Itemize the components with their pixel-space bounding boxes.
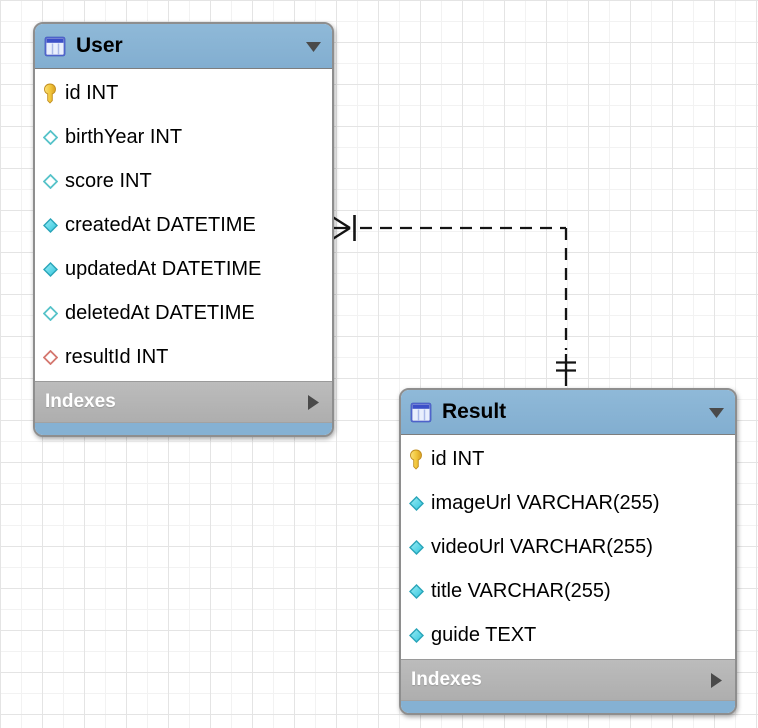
not-null-icon [409,537,424,558]
not-null-icon [409,493,424,514]
column-row[interactable]: birthYear INT [35,115,332,159]
foreign-key-icon [43,347,58,368]
expand-triangle-icon[interactable] [709,672,723,689]
column-label: score INT [65,169,152,192]
column-row[interactable]: id INT [401,437,735,481]
collapse-triangle-icon[interactable] [305,40,322,53]
column-row[interactable]: id INT [35,71,332,115]
column-label: guide TEXT [431,623,537,646]
column-row[interactable]: guide TEXT [401,613,735,657]
expand-triangle-icon[interactable] [306,394,320,411]
column-label: updatedAt DATETIME [65,257,262,280]
column-label: videoUrl VARCHAR(255) [431,535,653,558]
table-bottom-strip [401,701,735,713]
column-row[interactable]: score INT [35,159,332,203]
column-row[interactable]: updatedAt DATETIME [35,247,332,291]
indexes-footer[interactable]: Indexes [401,659,735,701]
table-result-header[interactable]: Result [401,390,735,435]
collapse-triangle-icon[interactable] [708,406,725,419]
not-null-icon [43,215,58,236]
indexes-label: Indexes [45,391,116,412]
table-result[interactable]: Result id INT imageUrl VARCHAR(255) videoU… [399,388,737,715]
not-null-icon [43,259,58,280]
primary-key-icon [409,449,424,470]
table-title: User [76,34,123,57]
column-label: id INT [431,447,485,470]
column-label: imageUrl VARCHAR(255) [431,491,660,514]
table-user-header[interactable]: User [35,24,332,69]
table-bottom-strip [35,423,332,435]
one-mandatory-icon [556,361,576,372]
column-label: createdAt DATETIME [65,213,256,236]
nullable-icon [43,303,58,324]
nullable-icon [43,171,58,192]
table-user[interactable]: User id INT birthYear INT score INT created… [33,22,334,437]
indexes-footer[interactable]: Indexes [35,381,332,423]
column-label: deletedAt DATETIME [65,301,255,324]
indexes-label: Indexes [411,669,482,690]
column-label: resultId INT [65,345,169,368]
table-title: Result [442,400,507,423]
table-icon [409,400,433,424]
column-row[interactable]: imageUrl VARCHAR(255) [401,481,735,525]
column-row[interactable]: resultId INT [35,335,332,379]
column-label: title VARCHAR(255) [431,579,611,602]
crowsfoot-many-icon [330,215,351,241]
column-label: id INT [65,81,119,104]
not-null-icon [409,581,424,602]
column-row[interactable]: videoUrl VARCHAR(255) [401,525,735,569]
table-result-columns: id INT imageUrl VARCHAR(255) videoUrl VARC… [401,435,735,659]
not-null-icon [409,625,424,646]
table-user-columns: id INT birthYear INT score INT createdAt DA… [35,69,332,381]
primary-key-icon [43,83,58,104]
table-icon [43,34,67,58]
nullable-icon [43,127,58,148]
column-row[interactable]: deletedAt DATETIME [35,291,332,335]
column-row[interactable]: title VARCHAR(255) [401,569,735,613]
column-row[interactable]: createdAt DATETIME [35,203,332,247]
column-label: birthYear INT [65,125,183,148]
